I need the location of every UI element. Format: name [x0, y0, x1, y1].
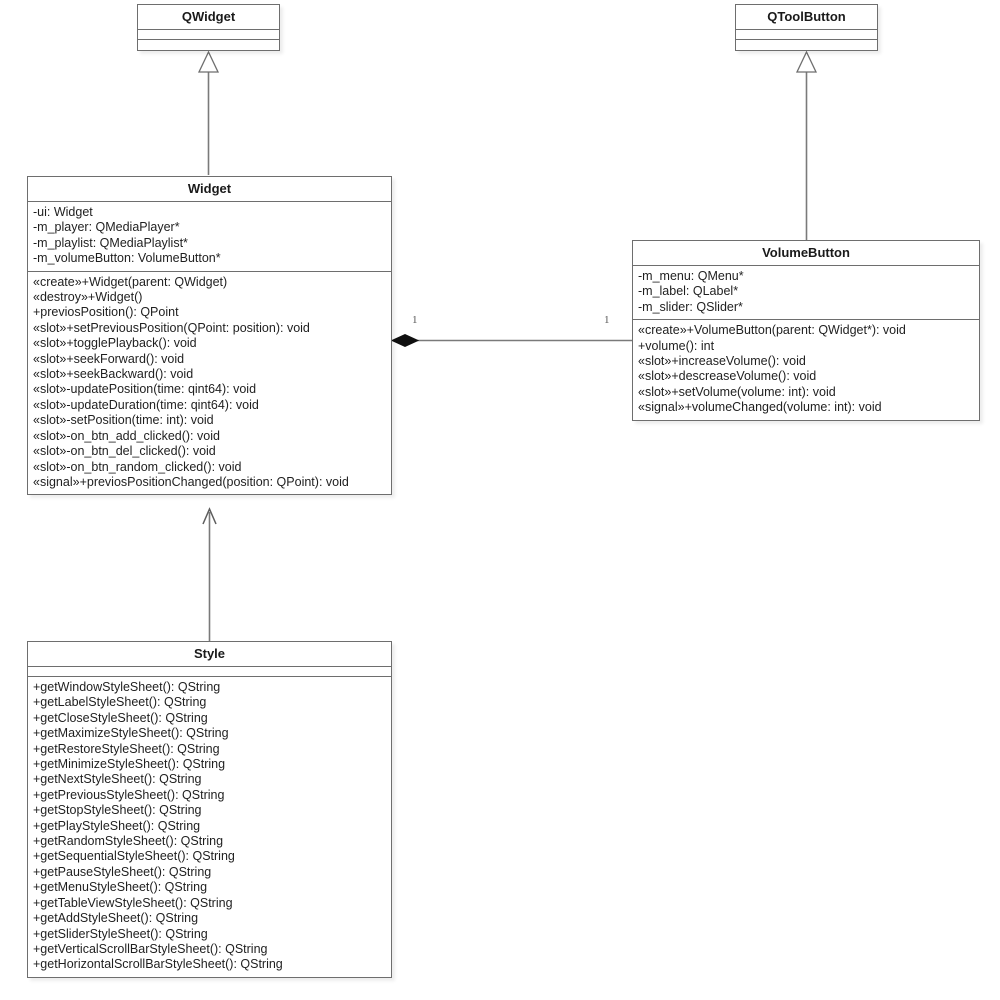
uml-member-line: «slot»+setVolume(volume: int): void: [638, 384, 836, 399]
class-box-style[interactable]: Style +getWindowStyleSheet(): QString+ge…: [27, 641, 392, 978]
uml-member-line: «slot»-on_btn_random_clicked(): void: [33, 459, 242, 474]
uml-member-line: «slot»+seekForward(): void: [33, 351, 185, 366]
uml-member-line: «destroy»+Widget(): [33, 290, 143, 305]
uml-member-line: +getTableViewStyleSheet(): QString: [33, 895, 233, 910]
uml-member-line: «slot»+togglePlayback(): void: [33, 336, 197, 351]
uml-member-line: +getStopStyleSheet(): QString: [33, 803, 202, 818]
uml-member-line: +getPauseStyleSheet(): QString: [33, 864, 212, 879]
uml-member-line: +getSliderStyleSheet(): QString: [33, 926, 208, 941]
uml-member-line: «slot»+seekBackward(): void: [33, 367, 194, 382]
class-operations-widget: «create»+Widget(parent: QWidget)«destroy…: [28, 272, 391, 495]
uml-member-line: «slot»-updatePosition(time: qint64): voi…: [33, 382, 257, 397]
uml-member-line: «slot»-on_btn_add_clicked(): void: [33, 428, 220, 443]
uml-member-line: +volume(): int: [638, 338, 715, 353]
uml-member-line: +getHorizontalScrollBarStyleSheet(): QSt…: [33, 957, 283, 972]
uml-member-line: «create»+VolumeButton(parent: QWidget*):…: [638, 323, 906, 338]
uml-member-line: «slot»+increaseVolume(): void: [638, 354, 806, 369]
uml-member-line: +getLabelStyleSheet(): QString: [33, 695, 207, 710]
uml-member-line: -m_volumeButton: VolumeButton*: [33, 251, 221, 266]
class-box-qwidget[interactable]: QWidget: [137, 4, 280, 51]
class-title-qwidget: QWidget: [138, 5, 279, 30]
uml-member-line: +getVerticalScrollBarStyleSheet(): QStri…: [33, 941, 268, 956]
uml-member-line: +getWindowStyleSheet(): QString: [33, 680, 221, 694]
class-title-style: Style: [28, 642, 391, 667]
class-operations-qtoolbutton: [736, 40, 877, 50]
uml-member-line: -ui: Widget: [33, 205, 93, 219]
uml-member-line: «slot»-setPosition(time: int): void: [33, 413, 214, 428]
class-operations-style: +getWindowStyleSheet(): QString+getLabel…: [28, 677, 391, 977]
uml-member-line: +getRandomStyleSheet(): QString: [33, 834, 224, 849]
class-title-volumebutton: VolumeButton: [633, 241, 979, 266]
composition-diamond-widget: [390, 333, 420, 348]
uml-member-line: +previosPosition(): QPoint: [33, 305, 179, 320]
uml-member-line: «create»+Widget(parent: QWidget): [33, 274, 228, 289]
class-attributes-widget: -ui: Widget-m_player: QMediaPlayer*-m_pl…: [28, 202, 391, 272]
class-operations-volumebutton: «create»+VolumeButton(parent: QWidget*):…: [633, 320, 979, 419]
uml-member-line: -m_slider: QSlider*: [638, 299, 743, 314]
uml-member-line: +getPlayStyleSheet(): QString: [33, 818, 201, 833]
class-attributes-qtoolbutton: [736, 30, 877, 40]
class-title-widget: Widget: [28, 177, 391, 202]
class-box-widget[interactable]: Widget -ui: Widget-m_player: QMediaPlaye…: [27, 176, 392, 496]
uml-member-line: «signal»+previosPositionChanged(position…: [33, 474, 349, 489]
class-operations-qwidget: [138, 40, 279, 50]
uml-member-line: +getMenuStyleSheet(): QString: [33, 880, 208, 895]
generalization-arrowhead-qwidget: [197, 50, 220, 73]
uml-member-line: «slot»-on_btn_del_clicked(): void: [33, 444, 216, 459]
class-box-volumebutton[interactable]: VolumeButton -m_menu: QMenu*-m_label: QL…: [632, 240, 980, 421]
class-title-qtoolbutton: QToolButton: [736, 5, 877, 30]
uml-member-line: +getAddStyleSheet(): QString: [33, 911, 199, 926]
uml-member-line: -m_label: QLabel*: [638, 284, 739, 299]
class-attributes-volumebutton: -m_menu: QMenu*-m_label: QLabel*-m_slide…: [633, 266, 979, 321]
uml-member-line: -m_menu: QMenu*: [638, 269, 744, 283]
class-attributes-style: [28, 667, 391, 677]
class-box-qtoolbutton[interactable]: QToolButton: [735, 4, 878, 51]
uml-member-line: +getCloseStyleSheet(): QString: [33, 710, 208, 725]
uml-member-line: +getMaximizeStyleSheet(): QString: [33, 726, 229, 741]
uml-member-line: «slot»-updateDuration(time: qint64): voi…: [33, 397, 259, 412]
uml-member-line: «slot»+setPreviousPosition(QPoint: posit…: [33, 320, 310, 335]
uml-member-line: +getPreviousStyleSheet(): QString: [33, 787, 225, 802]
uml-member-line: +getRestoreStyleSheet(): QString: [33, 741, 220, 756]
uml-member-line: +getMinimizeStyleSheet(): QString: [33, 757, 226, 772]
uml-member-line: -m_player: QMediaPlayer*: [33, 220, 180, 235]
class-attributes-qwidget: [138, 30, 279, 40]
multiplicity-source: 1: [412, 314, 418, 326]
multiplicity-target: 1: [604, 314, 610, 326]
uml-member-line: +getSequentialStyleSheet(): QString: [33, 849, 235, 864]
uml-member-line: +getNextStyleSheet(): QString: [33, 772, 202, 787]
association-arrowhead-widget: [202, 507, 217, 525]
uml-member-line: «signal»+volumeChanged(volume: int): voi…: [638, 400, 882, 415]
generalization-arrowhead-qtoolbutton: [795, 50, 818, 73]
uml-member-line: -m_playlist: QMediaPlaylist*: [33, 235, 188, 250]
uml-member-line: «slot»+descreaseVolume(): void: [638, 369, 817, 384]
